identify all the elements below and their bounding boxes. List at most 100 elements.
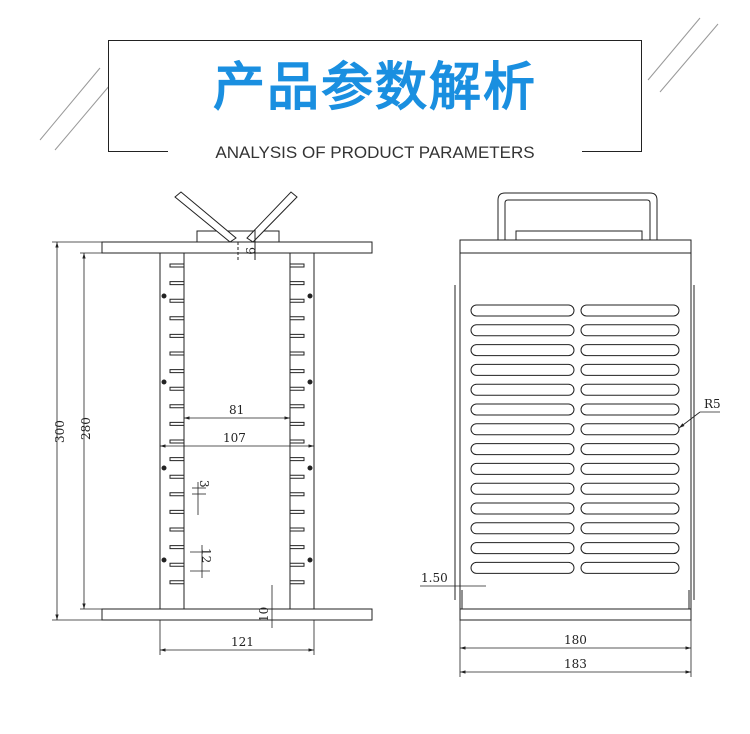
rivet-hole	[307, 465, 313, 471]
rail-slot	[169, 421, 184, 426]
side-dim-labels: R5 1.50 180 183	[421, 397, 721, 671]
vent-slot	[580, 363, 680, 376]
vent-slot	[580, 383, 680, 396]
vent-slot	[470, 561, 575, 574]
vent-slot	[580, 324, 680, 337]
rail-slot	[169, 404, 184, 409]
vent-slot	[580, 561, 680, 574]
rail-slot	[169, 439, 184, 444]
vent-slot	[470, 344, 575, 357]
rail-slot	[169, 281, 184, 286]
dim-81: 81	[229, 403, 244, 417]
rail-slot	[169, 545, 184, 550]
rail-slot	[290, 421, 305, 426]
vent-slot	[580, 482, 680, 495]
rail-slot	[169, 562, 184, 567]
rail-slot	[290, 457, 305, 462]
front-dimensions	[52, 241, 315, 655]
vent-slot	[470, 443, 575, 456]
rail-slot	[290, 316, 305, 321]
vent-slot	[580, 462, 680, 475]
dim-121: 121	[231, 635, 254, 649]
dim-1-50: 1.50	[421, 571, 448, 585]
rail-slot	[290, 404, 305, 409]
rail-slot	[169, 333, 184, 338]
dim-r5: R5	[704, 397, 721, 411]
rivet-hole	[161, 379, 167, 385]
front-view	[101, 191, 373, 621]
vent-slot	[470, 522, 575, 535]
vent-slot	[470, 304, 575, 317]
rail-slot	[169, 474, 184, 479]
rail-slot	[169, 386, 184, 391]
rail-slot	[290, 527, 305, 532]
page-title: 产品参数解析	[212, 58, 537, 118]
side-dimensions	[420, 411, 720, 677]
vent-slot	[470, 324, 575, 337]
rail-slot	[290, 298, 305, 303]
vent-slot	[470, 502, 575, 515]
rail-slot	[290, 509, 305, 514]
vent-slot	[470, 462, 575, 475]
vent-slot	[580, 542, 680, 555]
rail-slot	[290, 386, 305, 391]
rail-slot	[169, 298, 184, 303]
rail-slot	[290, 263, 305, 268]
vent-slot	[580, 522, 680, 535]
dim-9: 9	[243, 247, 257, 255]
dim-12: 12	[199, 548, 213, 563]
rail-slot	[169, 492, 184, 497]
dim-180: 180	[564, 633, 587, 647]
vent-slot	[580, 443, 680, 456]
vent-slot	[580, 423, 680, 436]
rail-slot	[169, 369, 184, 374]
rivet-hole	[307, 379, 313, 385]
rail-slot	[290, 333, 305, 338]
right-slots	[290, 263, 305, 585]
rail-slot	[290, 439, 305, 444]
rail-slot	[290, 369, 305, 374]
dim-10: 10	[257, 607, 271, 622]
vent-slot	[470, 403, 575, 416]
rivet-hole	[161, 465, 167, 471]
dim-300: 300	[53, 420, 67, 443]
rail-slot	[169, 527, 184, 532]
vent-slot	[470, 542, 575, 555]
rail-slot	[169, 351, 184, 356]
vent-slot	[470, 363, 575, 376]
rail-slot	[290, 474, 305, 479]
front-dim-labels: 300 280 81 107 3 12 121 10 9	[53, 247, 271, 649]
rail-slot	[290, 492, 305, 497]
rail-slot	[169, 580, 184, 585]
vent-slot	[580, 304, 680, 317]
dim-280: 280	[79, 417, 93, 440]
rail-slot	[290, 562, 305, 567]
vent-slot	[580, 403, 680, 416]
rail-slot	[290, 580, 305, 585]
rivet-hole	[161, 293, 167, 299]
rail-slot	[169, 457, 184, 462]
vent-slots	[470, 304, 680, 574]
side-view	[454, 192, 695, 621]
left-slots	[161, 263, 313, 585]
vent-slot	[470, 423, 575, 436]
vent-slot	[470, 482, 575, 495]
header-frame	[108, 40, 642, 152]
rail-slot	[169, 509, 184, 514]
rail-slot	[290, 545, 305, 550]
rail-slot	[169, 316, 184, 321]
dim-3: 3	[197, 480, 211, 488]
rail-slot	[169, 263, 184, 268]
page-subtitle: ANALYSIS OF PRODUCT PARAMETERS	[168, 138, 582, 168]
dim-183: 183	[564, 657, 587, 671]
vent-slot	[470, 383, 575, 396]
rivet-hole	[161, 557, 167, 563]
rail-slot	[290, 281, 305, 286]
vent-slot	[580, 344, 680, 357]
rivet-hole	[307, 557, 313, 563]
rivet-hole	[307, 293, 313, 299]
vent-slot	[580, 502, 680, 515]
rail-slot	[290, 351, 305, 356]
